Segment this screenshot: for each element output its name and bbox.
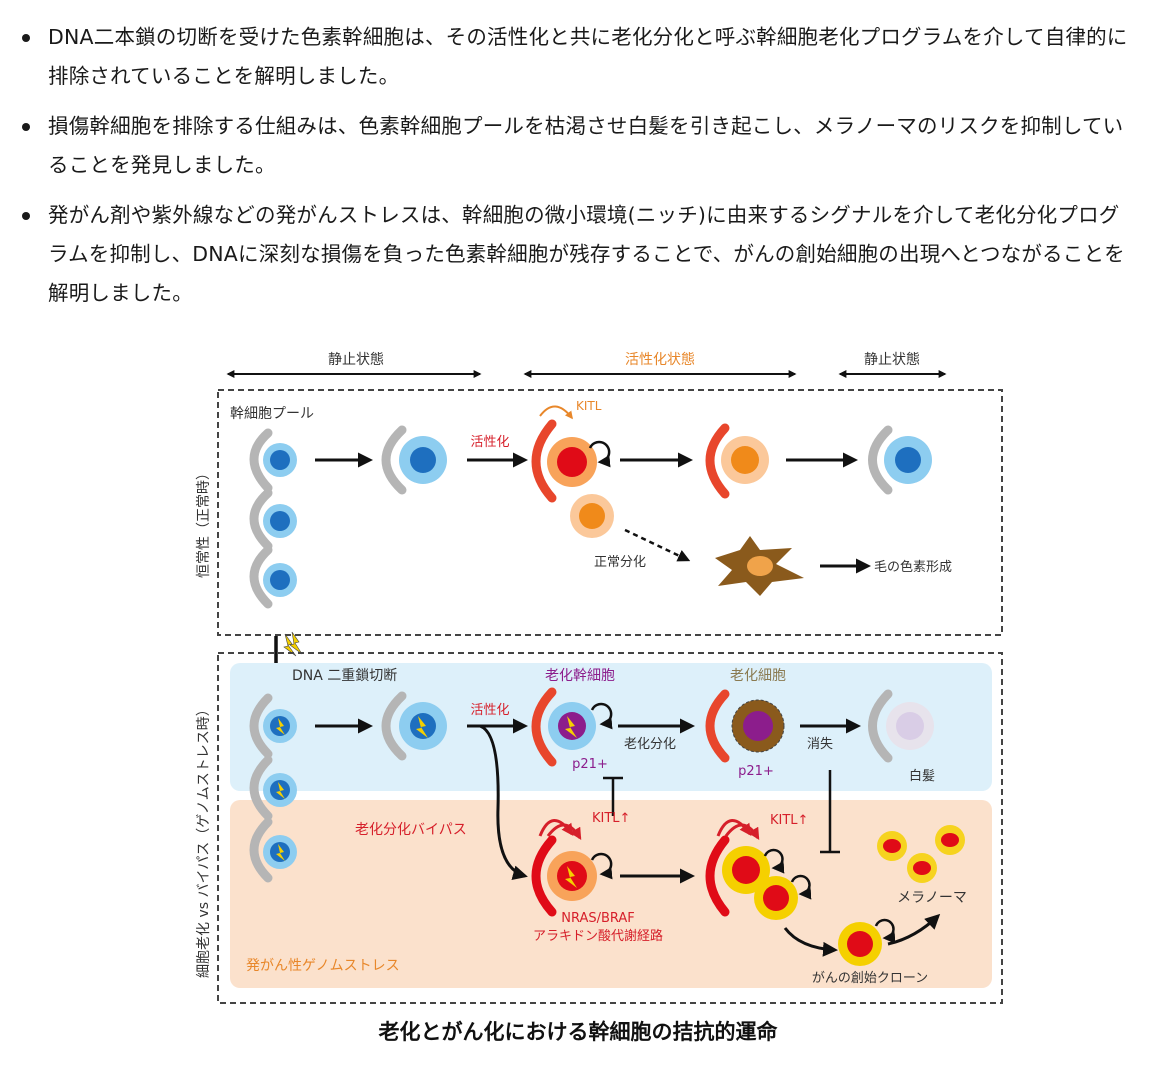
expanding-clone — [705, 819, 812, 920]
stem-cell-fate-diagram: 静止状態 活性化状態 静止状態 幹細胞プール 恒常性（正常時） 活性化 KITL — [196, 352, 1003, 1004]
bullet-dot — [22, 34, 30, 42]
normal-differentiation-label: 正常分化 — [594, 555, 646, 570]
activated-stem-cell — [531, 405, 611, 503]
bullet-item: DNA二本鎖の切断を受けた色素幹細胞は、その活性化と共に老化分化と呼ぶ幹細胞老化… — [0, 18, 1156, 96]
homeostasis-label: 恒常性（正常時） — [196, 466, 212, 578]
hair-pigmentation-label: 毛の色素形成 — [874, 559, 952, 575]
bullet-dot — [22, 123, 30, 131]
activation-label-1: 活性化 — [470, 435, 509, 450]
bullet-list: DNA二本鎖の切断を受けた色素幹細胞は、その活性化と共に老化分化と呼ぶ幹細胞老化… — [0, 18, 1156, 324]
quiescent-stem-cell — [381, 425, 447, 495]
progenitor-cell — [705, 423, 769, 499]
arrow — [887, 913, 941, 946]
melanoma-cells — [877, 825, 965, 883]
oncogenic-stress-label: 発がん性ゲノムストレス — [246, 958, 400, 974]
dashed-arrow — [624, 528, 691, 562]
white-hair-label: 白髪 — [909, 768, 935, 784]
left-side-label: 細胞老化 vs バイパス（ゲノムストレス時） — [196, 702, 212, 978]
bypass-stem-cell — [531, 819, 613, 917]
bullet-dot — [22, 212, 30, 220]
phase-label-active: 活性化状態 — [625, 352, 695, 368]
kitl-label-top: KITL — [576, 399, 602, 413]
nras-braf-label: NRAS/BRAF — [561, 911, 635, 926]
homeostasis-box — [217, 389, 1003, 636]
arachidonic-label: アラキドン酸代謝経路 — [533, 928, 663, 944]
senescent-diff-label: 老化分化 — [624, 737, 676, 752]
founder-clone-cell — [838, 918, 896, 966]
arrow — [783, 927, 838, 957]
genome-stress-box — [217, 652, 1003, 1004]
melanoma-label: メラノーマ — [897, 890, 967, 906]
stem-cell-pool — [249, 428, 297, 609]
p21-label-b: p21+ — [738, 764, 774, 779]
bypass-arrow — [479, 724, 528, 881]
depleted-niche — [868, 689, 934, 763]
bullet-text: DNA二本鎖の切断を受けた色素幹細胞は、その活性化と共に老化分化と呼ぶ幹細胞老化… — [48, 25, 1128, 88]
inhibition-line-2 — [820, 770, 840, 854]
bullet-text: 損傷幹細胞を排除する仕組みは、色素幹細胞プールを枯渇させ白髪を引き起こし、メラノ… — [48, 114, 1124, 177]
senescent-stem-cell — [531, 687, 613, 767]
kitl-up-label-2: KITL↑ — [770, 813, 808, 828]
senescent-cell — [705, 689, 785, 763]
elimination-label: 消失 — [807, 737, 833, 752]
bullet-text: 発がん剤や紫外線などの発がんストレスは、幹細胞の微小環境(ニッチ)に由来するシグ… — [48, 203, 1125, 305]
melanocyte — [715, 536, 804, 596]
founder-clone-label: がんの創始クローン — [812, 971, 928, 986]
quiescent-stem-cell-returned — [868, 425, 932, 495]
phase-label-quiescent-1: 静止状態 — [328, 352, 384, 368]
senescent-cell-label: 老化細胞 — [730, 668, 786, 684]
bullet-item: 発がん剤や紫外線などの発がんストレスは、幹細胞の微小環境(ニッチ)に由来するシグ… — [0, 196, 1156, 313]
kitl-up-label-1: KITL↑ — [592, 811, 630, 826]
senescent-stem-label: 老化幹細胞 — [545, 667, 615, 684]
dna-dsb-label: DNA 二重鎖切断 — [292, 668, 397, 684]
stem-cell-pool-label: 幹細胞プール — [230, 405, 314, 422]
activation-label-2: 活性化 — [470, 703, 509, 718]
inhibition-line-1 — [603, 776, 623, 816]
bypass-label: 老化分化バイパス — [355, 822, 467, 838]
damaged-stem-cell-pool — [249, 693, 297, 883]
figure-caption: 老化とがん化における幹細胞の拮抗的運命 — [378, 1020, 778, 1044]
bullet-item: 損傷幹細胞を排除する仕組みは、色素幹細胞プールを枯渇させ白髪を引き起こし、メラノ… — [0, 107, 1156, 185]
differentiating-cell — [570, 494, 614, 538]
damaged-quiescent-cell — [381, 691, 447, 761]
phase-label-quiescent-2: 静止状態 — [864, 352, 920, 368]
p21-label-a: p21+ — [572, 757, 608, 772]
